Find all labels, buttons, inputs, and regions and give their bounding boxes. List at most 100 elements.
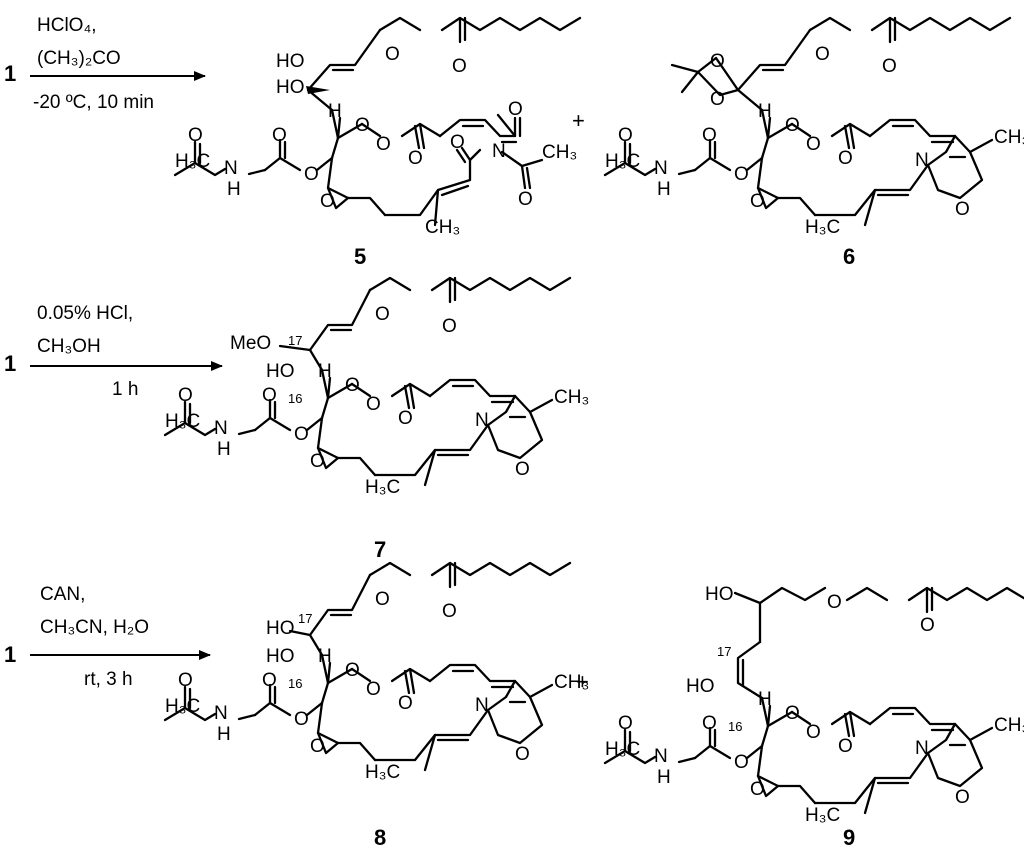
atom-h3c: H₃C bbox=[605, 739, 640, 760]
atom-h: H bbox=[657, 767, 671, 788]
atom-n: N bbox=[214, 703, 228, 724]
atom-h: H bbox=[318, 646, 332, 667]
atom-o: O bbox=[806, 134, 821, 155]
atom-o: O bbox=[178, 670, 193, 691]
atom-ho: HO bbox=[276, 51, 305, 72]
atom-o: O bbox=[294, 709, 309, 730]
atom-o: O bbox=[515, 459, 530, 480]
atom-ch3: CH₃ bbox=[994, 715, 1024, 736]
compound-label-7: 7 bbox=[374, 537, 386, 562]
compound-label-6: 6 bbox=[843, 244, 855, 269]
plus-sign: + bbox=[576, 669, 589, 694]
atom-ch3: CH₃ bbox=[554, 672, 589, 693]
atom-ch3: CH₃ bbox=[425, 217, 460, 238]
atom-o: O bbox=[618, 125, 633, 146]
atom-n: N bbox=[654, 158, 668, 179]
atom-o: O bbox=[710, 51, 725, 72]
atom-o: O bbox=[408, 148, 423, 169]
atom-h3c: H₃C bbox=[805, 217, 840, 238]
atom-h: H bbox=[657, 179, 671, 200]
atom-o: O bbox=[955, 199, 970, 220]
atom-o: O bbox=[272, 125, 287, 146]
atom-n: N bbox=[915, 738, 929, 759]
atom-h3c: H₃C bbox=[365, 477, 400, 498]
reaction-2-condition-3: 1 h bbox=[112, 379, 138, 400]
atom-o: O bbox=[920, 615, 935, 636]
atom-o: O bbox=[355, 115, 370, 136]
atom-o: O bbox=[785, 115, 800, 136]
structure-compound-7: MeO 17 HO 16 H O O O O O O N H H₃C O N O… bbox=[163, 276, 589, 498]
atom-o: O bbox=[262, 385, 277, 406]
reaction-2-condition-1: 0.05% HCl, bbox=[37, 303, 133, 324]
atom-n: N bbox=[915, 150, 929, 171]
atom-o: O bbox=[515, 744, 530, 765]
atom-n: N bbox=[475, 410, 489, 431]
atom-h: H bbox=[217, 439, 231, 460]
atom-o: O bbox=[320, 191, 335, 212]
atom-c17: 17 bbox=[298, 611, 312, 626]
atom-o: O bbox=[304, 164, 319, 185]
atom-o: O bbox=[750, 191, 765, 212]
atom-o: O bbox=[188, 125, 203, 146]
reaction-1-condition-2: (CH₃)₂CO bbox=[37, 48, 121, 69]
reaction-3-condition-1: CAN, bbox=[40, 584, 85, 605]
atom-ch3: CH₃ bbox=[542, 142, 577, 163]
atom-n: N bbox=[224, 158, 238, 179]
atom-c16: 16 bbox=[288, 391, 302, 406]
atom-o: O bbox=[955, 787, 970, 808]
reaction-3-reactant: 1 bbox=[4, 642, 16, 667]
reaction-3-condition-2: CH₃CN, H₂O bbox=[40, 617, 149, 638]
atom-h3c: H₃C bbox=[175, 151, 210, 172]
atom-h: H bbox=[217, 724, 231, 745]
atom-h: H bbox=[328, 101, 342, 122]
atom-h3c: H₃C bbox=[365, 762, 400, 783]
atom-c16: 16 bbox=[288, 676, 302, 691]
atom-h3c: H₃C bbox=[165, 411, 200, 432]
reaction-2-condition-2: CH₃OH bbox=[37, 336, 101, 357]
compound-label-9: 9 bbox=[843, 825, 855, 850]
reaction-1-condition-1: HClO₄, bbox=[37, 15, 96, 36]
atom-o: O bbox=[442, 601, 457, 622]
atom-n: N bbox=[492, 141, 506, 162]
atom-c17: 17 bbox=[288, 333, 302, 348]
atom-o: O bbox=[838, 736, 853, 757]
atom-o: O bbox=[345, 660, 360, 681]
atom-ho: HO bbox=[705, 584, 734, 605]
atom-o: O bbox=[702, 713, 717, 734]
structure-compound-6: O O H O O O O O O N H H₃C O N O CH₃ H₃C … bbox=[603, 16, 1024, 238]
atom-o: O bbox=[815, 44, 830, 65]
atom-o: O bbox=[376, 134, 391, 155]
atom-o: O bbox=[262, 670, 277, 691]
reaction-2-reactant: 1 bbox=[4, 351, 16, 376]
atom-o: O bbox=[398, 408, 413, 429]
atom-o: O bbox=[178, 385, 193, 406]
atom-o: O bbox=[618, 713, 633, 734]
atom-o: O bbox=[785, 703, 800, 724]
atom-o: O bbox=[882, 56, 897, 77]
atom-o: O bbox=[375, 304, 390, 325]
atom-o: O bbox=[310, 736, 325, 757]
compound-label-8: 8 bbox=[374, 825, 386, 850]
atom-o: O bbox=[710, 89, 725, 110]
atom-o: O bbox=[518, 189, 533, 210]
atom-o: O bbox=[827, 592, 842, 613]
atom-ch3: CH₃ bbox=[994, 127, 1024, 148]
atom-o: O bbox=[345, 375, 360, 396]
atom-o: O bbox=[294, 424, 309, 445]
atom-n: N bbox=[654, 746, 668, 767]
atom-o: O bbox=[750, 779, 765, 800]
atom-o: O bbox=[310, 451, 325, 472]
atom-h3c: H₃C bbox=[165, 696, 200, 717]
reaction-1-reactant: 1 bbox=[4, 61, 16, 86]
atom-h: H bbox=[758, 689, 772, 710]
atom-c16: 16 bbox=[728, 719, 742, 734]
atom-meo: MeO bbox=[230, 333, 271, 354]
atom-h: H bbox=[318, 361, 332, 382]
reaction-3-condition-3: rt, 3 h bbox=[84, 669, 133, 690]
atom-o: O bbox=[375, 589, 390, 610]
atom-n: N bbox=[475, 695, 489, 716]
atom-o: O bbox=[838, 148, 853, 169]
atom-o: O bbox=[702, 125, 717, 146]
atom-o: O bbox=[398, 693, 413, 714]
